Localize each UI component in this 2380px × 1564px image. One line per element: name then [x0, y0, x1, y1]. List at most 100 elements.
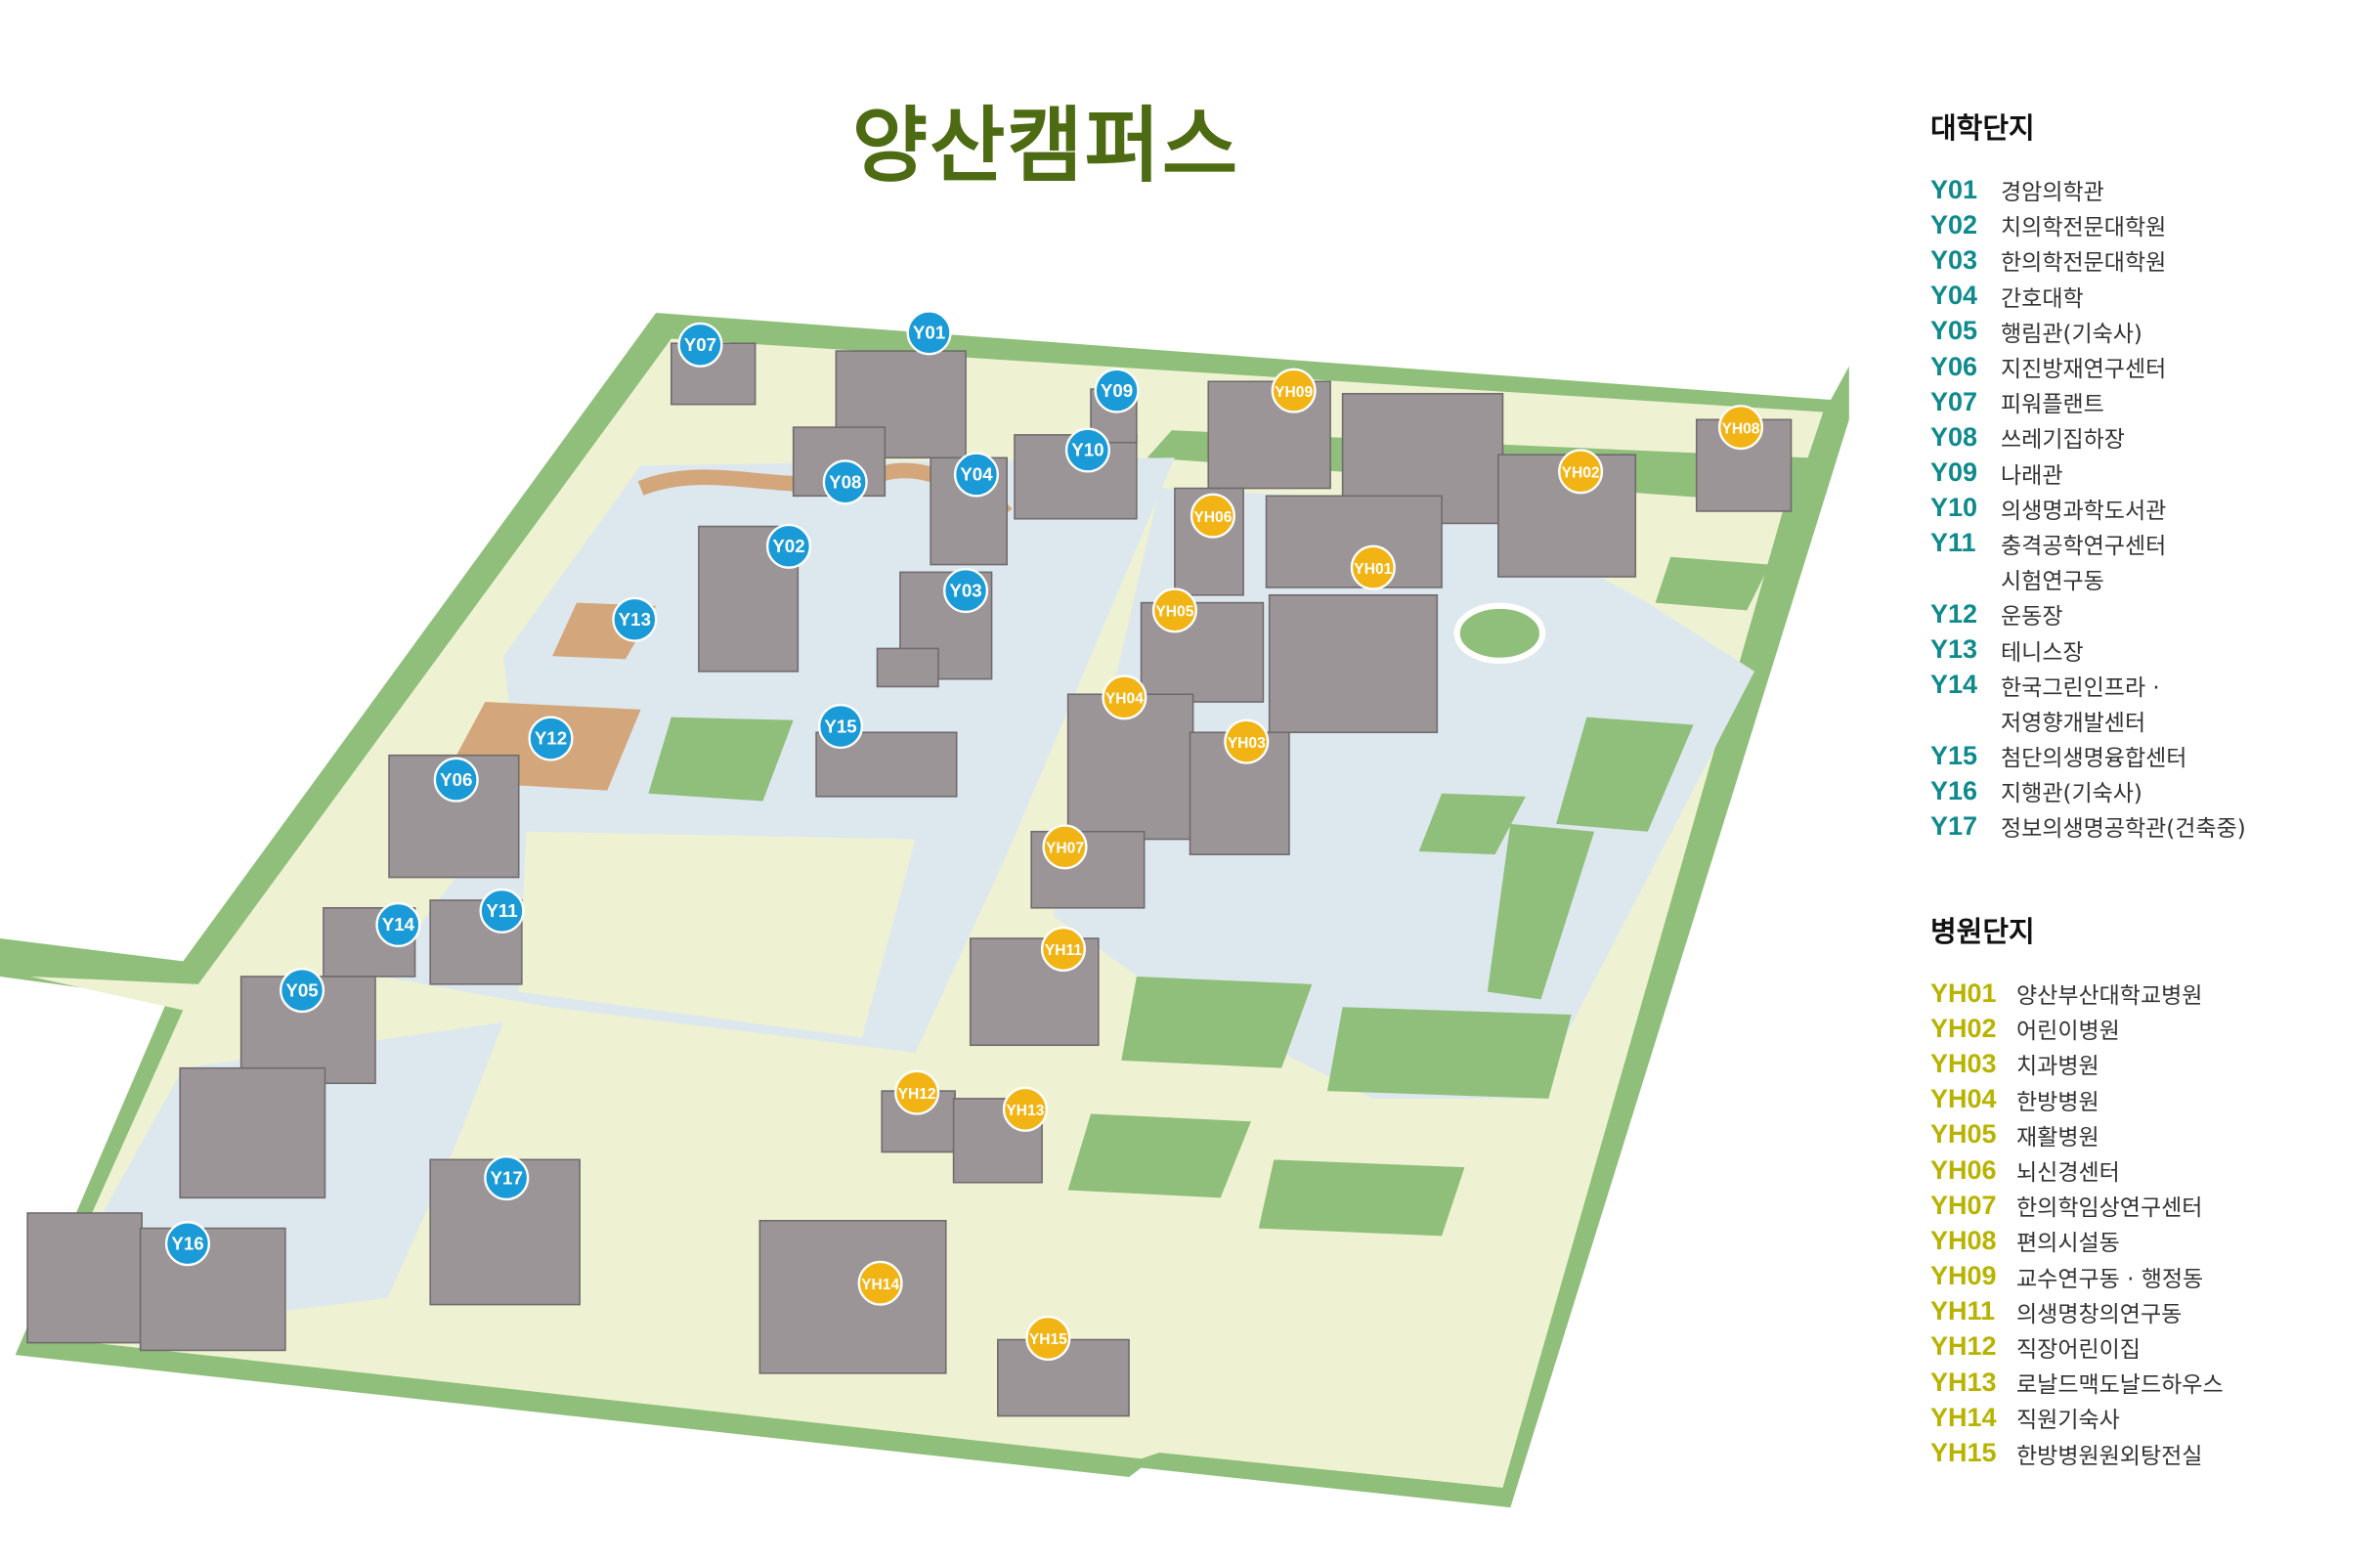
map-marker-y04[interactable]: Y04 [953, 452, 999, 498]
marker-label: YH04 [1105, 691, 1144, 708]
marker-label: Y13 [619, 609, 651, 630]
map-marker-y06[interactable]: Y06 [433, 757, 479, 803]
marker-circle [164, 1221, 211, 1267]
marker-label: YH03 [1228, 735, 1266, 752]
legend-name: 시험연구동 [2001, 569, 2104, 595]
map-marker-y05[interactable]: Y05 [280, 968, 325, 1014]
map-marker-yh05[interactable]: YH05 [1151, 587, 1197, 633]
map-marker-y01[interactable]: Y01 [906, 310, 952, 356]
marker-label: Y06 [440, 769, 472, 790]
map-marker-yh07[interactable]: YH07 [1042, 824, 1088, 870]
legend-code: YH15 [1930, 1438, 1997, 1468]
map-marker-yh06[interactable]: YH06 [1190, 493, 1235, 539]
marker-circle [1002, 1086, 1048, 1132]
legend-name: 간호대학 [2001, 285, 2084, 312]
map-marker-y07[interactable]: Y07 [677, 322, 723, 368]
map-marker-yh15[interactable]: YH15 [1025, 1315, 1071, 1361]
marker-label: YH02 [1562, 465, 1600, 482]
map-marker-yh03[interactable]: YH03 [1224, 718, 1270, 764]
map-marker-yh14[interactable]: YH14 [857, 1260, 903, 1306]
map-marker-yh12[interactable]: YH12 [894, 1069, 940, 1115]
map-marker-y12[interactable]: Y12 [528, 716, 574, 761]
map-marker-yh01[interactable]: YH01 [1350, 544, 1396, 590]
map-marker-y03[interactable]: Y03 [943, 568, 989, 614]
map-marker-y16[interactable]: Y16 [164, 1221, 211, 1267]
hospital-legend-heading: 병원단지 [1930, 915, 2035, 948]
map-marker-y09[interactable]: Y09 [1094, 368, 1140, 413]
map-marker-yh08[interactable]: YH08 [1717, 405, 1764, 451]
legend-code: Y11 [1930, 528, 1976, 558]
marker-circle [1350, 544, 1396, 590]
marker-label: Y15 [824, 716, 856, 736]
legend-name: 한국그린인프라 · [2001, 674, 2160, 701]
map-marker-y15[interactable]: Y15 [818, 704, 864, 750]
legend-name: 나래관 [2001, 462, 2063, 489]
map-marker-yh09[interactable]: YH09 [1271, 368, 1317, 413]
legend-code: YH05 [1930, 1119, 1997, 1150]
buildings [26, 342, 1793, 1417]
map-marker-yh13[interactable]: YH13 [1002, 1086, 1048, 1132]
map-marker-y17[interactable]: Y17 [484, 1155, 530, 1201]
legend-code: Y13 [1930, 634, 1978, 665]
marker-circle [1042, 824, 1088, 870]
map-marker-yh04[interactable]: YH04 [1102, 674, 1147, 720]
map-marker-yh02[interactable]: YH02 [1558, 449, 1604, 495]
legend-item[interactable]: 저영향개발센터 [1930, 703, 2246, 738]
marker-label: YH13 [1006, 1103, 1044, 1119]
map-marker-y10[interactable]: Y10 [1064, 427, 1110, 473]
marker-circle [677, 322, 723, 368]
marker-label: Y11 [486, 900, 517, 921]
map-marker-y11[interactable]: Y11 [479, 888, 525, 934]
map-marker-y13[interactable]: Y13 [612, 596, 658, 642]
marker-circle [1102, 674, 1147, 720]
legend-name: 경암의학관 [2001, 180, 2104, 206]
legend-code: Y10 [1930, 493, 1978, 523]
map-marker-y08[interactable]: Y08 [822, 459, 868, 505]
legend-code: YH02 [1930, 1013, 1997, 1043]
legend-code: YH09 [1930, 1261, 1997, 1291]
map-marker-y14[interactable]: Y14 [375, 901, 421, 947]
legend-name: 뇌신경센터 [2016, 1160, 2120, 1187]
legend-name: 로날드맥도날드하우스 [2016, 1372, 2224, 1399]
marker-circle [818, 704, 864, 750]
legend-code: Y03 [1930, 244, 1978, 275]
map-marker-yh11[interactable]: YH11 [1040, 926, 1086, 972]
map-marker-y02[interactable]: Y02 [765, 523, 812, 569]
legend-name: 피워플랜트 [2001, 392, 2104, 418]
marker-label: YH06 [1193, 509, 1232, 526]
legend-item[interactable]: 시험연구동 [1930, 561, 2246, 596]
